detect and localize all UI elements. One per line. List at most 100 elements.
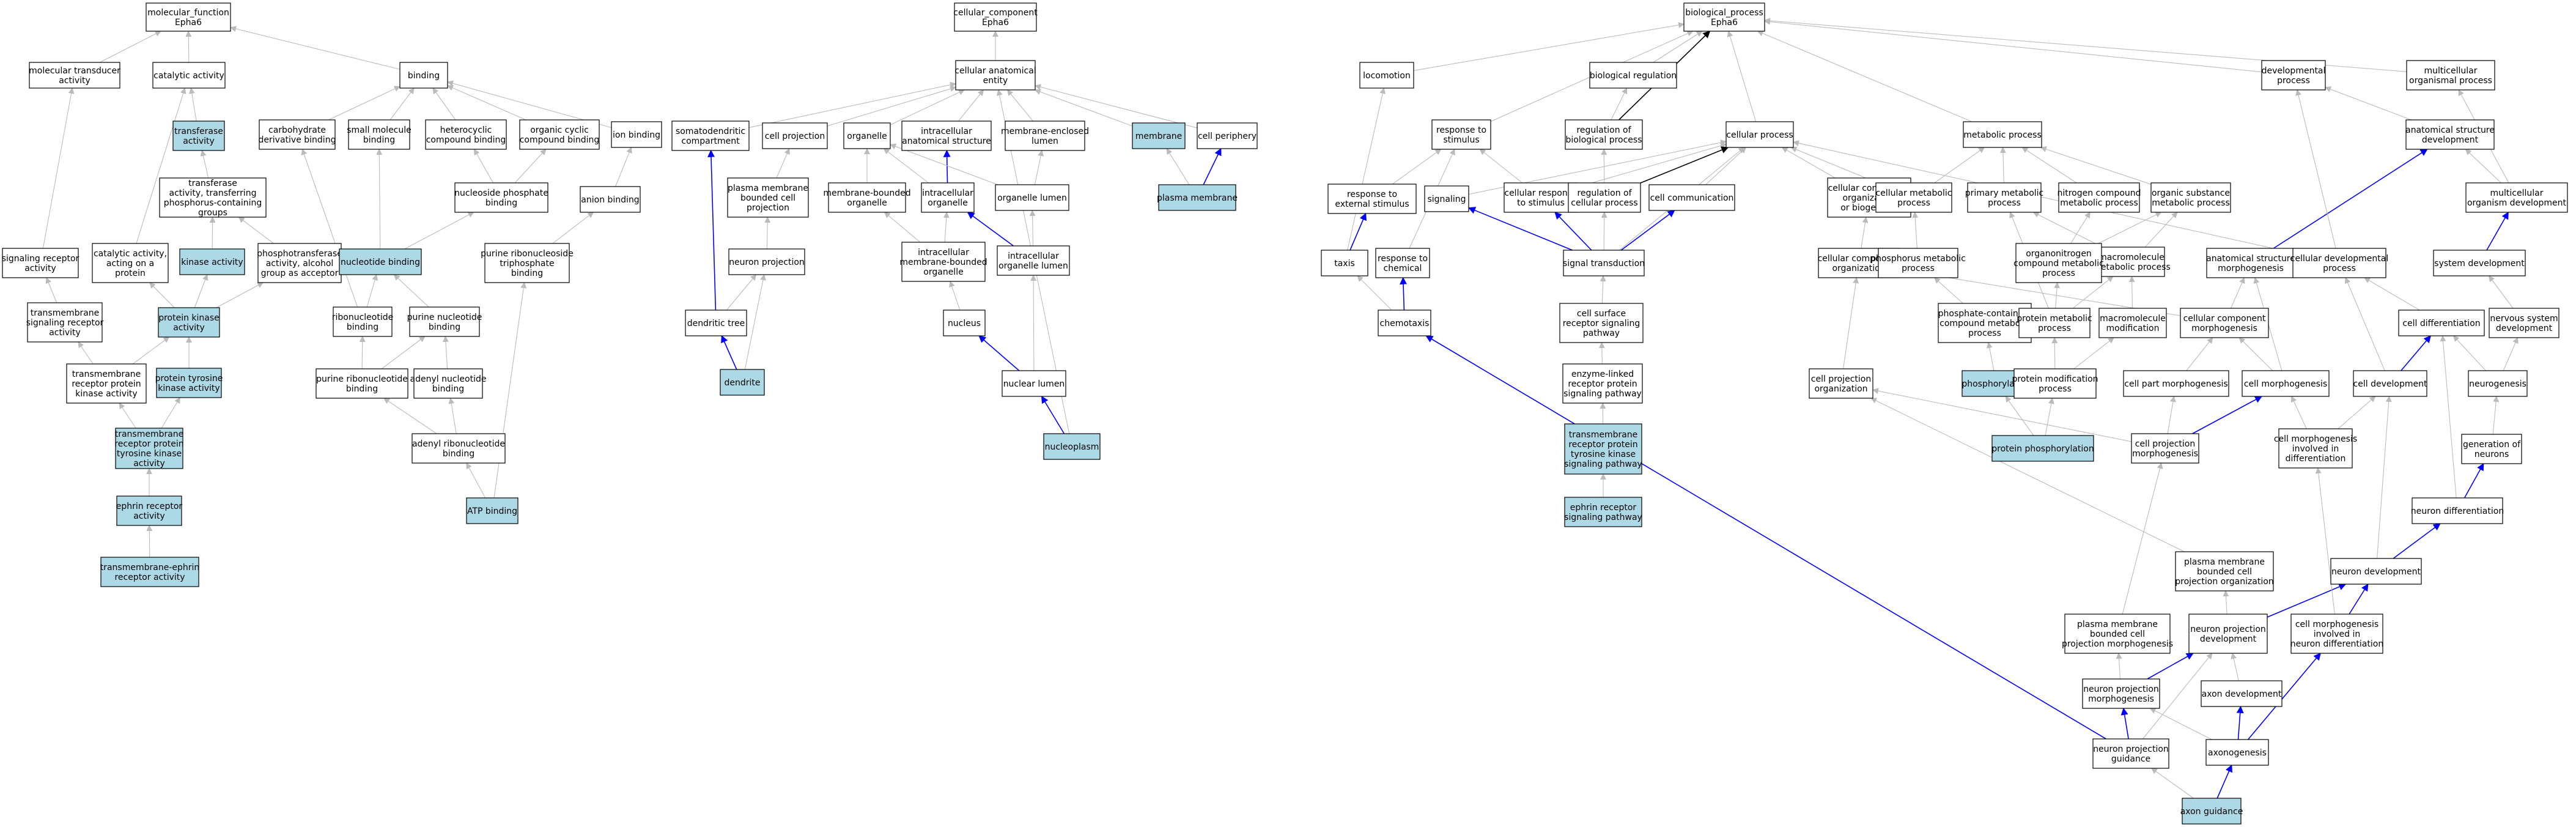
node-organelle-lumen[interactable]: organelle lumen [995, 184, 1069, 211]
node-nucleotide-binding[interactable]: nucleotide binding [339, 248, 422, 275]
node-membrane[interactable]: membrane [1132, 122, 1186, 149]
node-atp-binding[interactable]: ATP binding [466, 497, 519, 524]
node-cell-differentiation[interactable]: cell differentiation [2398, 310, 2485, 336]
node-binding[interactable]: binding [399, 62, 448, 89]
node-signaling[interactable]: signaling [1424, 185, 1469, 212]
node-anion-binding[interactable]: anion binding [580, 186, 641, 213]
node-locomotion[interactable]: locomotion [1359, 62, 1414, 89]
node-ion-binding[interactable]: ion binding [611, 121, 662, 148]
node-neuron-development[interactable]: neuron development [2330, 558, 2422, 585]
node-cellular-process[interactable]: cellular process [1725, 121, 1794, 148]
node-axon-development[interactable]: axon development [2201, 680, 2283, 707]
node-protein-phosphorylation[interactable]: protein phosphorylation [1991, 435, 2094, 462]
node-cell-projection[interactable]: cell projection [762, 122, 828, 149]
node-cell-development[interactable]: cell development [2353, 370, 2427, 397]
node-axon-guidance[interactable]: axon guidance [2180, 798, 2243, 825]
node-nuclear-lumen[interactable]: nuclear lumen [1002, 370, 1066, 397]
node-kinase-activity[interactable]: kinase activity [179, 248, 245, 275]
node-cell-communication[interactable]: cell communication [1648, 184, 1735, 211]
node-taxis[interactable]: taxis [1321, 250, 1368, 276]
node-nucleoplasm[interactable]: nucleoplasm [1043, 433, 1101, 460]
node-organelle[interactable]: organelle [843, 122, 891, 149]
node-cell-morphogenesis[interactable]: cell morphogenesis [2242, 370, 2330, 397]
node-dendrite[interactable]: dendrite [720, 369, 765, 396]
node-biological-regulation[interactable]: biological regulation [1589, 62, 1677, 89]
node-axonogenesis[interactable]: axonogenesis [2205, 739, 2269, 766]
node-chemotaxis[interactable]: chemotaxis [1378, 310, 1431, 336]
node-cell-part-morphogenesis[interactable]: cell part morphogenesis [2123, 370, 2229, 397]
node-neuron-projection[interactable]: neuron projection [728, 248, 805, 275]
node-system-development[interactable]: system development [2433, 250, 2526, 276]
node-neurogenesis[interactable]: neurogenesis [2468, 370, 2528, 397]
node-cell-periphery[interactable]: cell periphery [1197, 122, 1258, 149]
node-signal-transduction[interactable]: signal transduction [1563, 250, 1645, 276]
node-neuron-differentiation[interactable]: neuron differentiation [2411, 497, 2504, 524]
